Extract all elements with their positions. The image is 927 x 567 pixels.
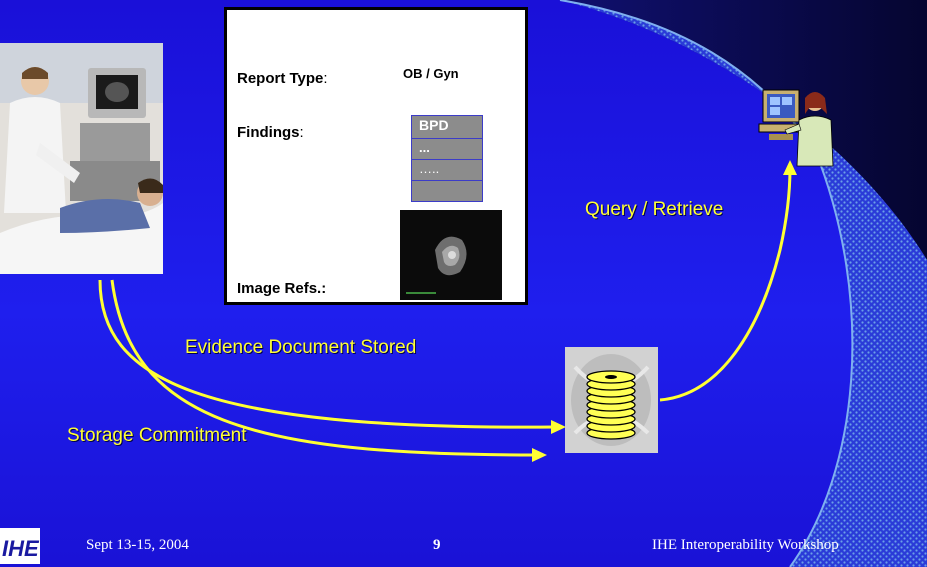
footer-workshop: IHE Interoperability Workshop <box>652 537 839 553</box>
commitment-arrowhead <box>532 448 547 462</box>
dark-corner-region <box>560 0 927 260</box>
storage-commitment-label: Storage Commitment <box>67 425 247 446</box>
query-retrieve-label: Query / Retrieve <box>585 199 724 220</box>
finding-cell <box>411 180 483 202</box>
report-type-value: OB / Gyn <box>403 66 459 81</box>
evidence-arrow-line <box>98 279 556 429</box>
dotted-crescent <box>560 0 927 567</box>
finding-cell: ….. <box>411 159 483 181</box>
storage-disk-stack-icon <box>565 347 658 453</box>
radiologist-workstation-icon <box>755 84 837 168</box>
logo-text: IHE <box>2 536 40 561</box>
evidence-document-stored-label: Evidence Document Stored <box>185 337 417 358</box>
ultrasound-image-thumbnail <box>400 210 502 300</box>
dotted-crescent-edge <box>559 0 854 567</box>
query-arrowhead <box>783 160 797 175</box>
page-number: 9 <box>433 537 441 553</box>
ihe-logo: IHE <box>0 528 40 564</box>
evidence-arrowhead <box>551 420 566 434</box>
finding-cell: BPD <box>411 115 483 139</box>
report-type-label: Report Type: <box>237 70 328 87</box>
footer-date: Sept 13-15, 2004 <box>86 537 189 553</box>
ultrasound-exam-photo <box>0 43 163 274</box>
findings-label: Findings: <box>237 124 304 141</box>
finding-cell: ... <box>411 138 483 160</box>
findings-table: BPD ... ….. <box>411 115 483 202</box>
report-panel: Report Type: OB / Gyn Findings: BPD ... … <box>224 7 528 305</box>
image-refs-label: Image Refs.: <box>237 280 327 297</box>
commitment-arrow-line <box>110 279 536 457</box>
query-arrow-line <box>659 167 792 402</box>
